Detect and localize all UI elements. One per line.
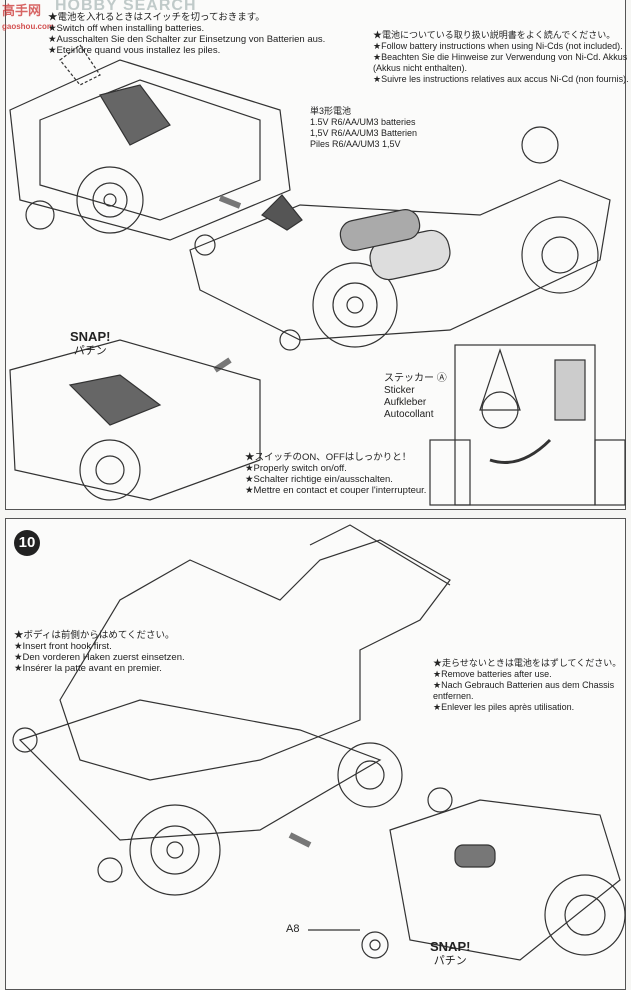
battery-installation-illustration: [189, 126, 611, 351]
body-installation-illustration: [12, 524, 451, 896]
battery-removal-illustration: [308, 787, 626, 961]
step-number-badge: 10: [14, 530, 40, 556]
chassis-snap-illustration: [9, 339, 261, 501]
arrow-icon: [213, 357, 232, 373]
step-10-panel: [5, 518, 626, 990]
part-label-a8: A8: [286, 923, 300, 935]
chassis-switch-off-illustration: [9, 44, 291, 241]
switch-detail-illustration: [429, 344, 626, 506]
switch-on-off-note: ★スイッチのON、OFFはしっかりと！★Properly switch on/o…: [245, 452, 427, 496]
switch-off-note: ★電池を入れるときはスイッチを切っておきます。★Switch off when …: [48, 12, 326, 56]
front-hook-note: ★ボディは前側からはめてください。★Insert front hook firs…: [14, 630, 185, 674]
arrow-icon: [288, 832, 312, 848]
arrow-icon: [218, 195, 242, 209]
remove-batteries-note: ★走らせないときは電池をはずしてください。★Remove batteries a…: [433, 658, 622, 712]
watermark-logo: 高手网: [2, 3, 42, 18]
snap-label-step-10: SNAP!パチン: [430, 939, 471, 968]
watermark-site: gaoshou.com: [2, 22, 55, 31]
snap-label: SNAP!パチン: [70, 329, 111, 358]
battery-instructions-note: ★電池についている取り扱い説明書をよく読んでください。★Follow batte…: [373, 30, 629, 84]
watermark-banner: HOBBY SEARCH: [55, 0, 197, 14]
